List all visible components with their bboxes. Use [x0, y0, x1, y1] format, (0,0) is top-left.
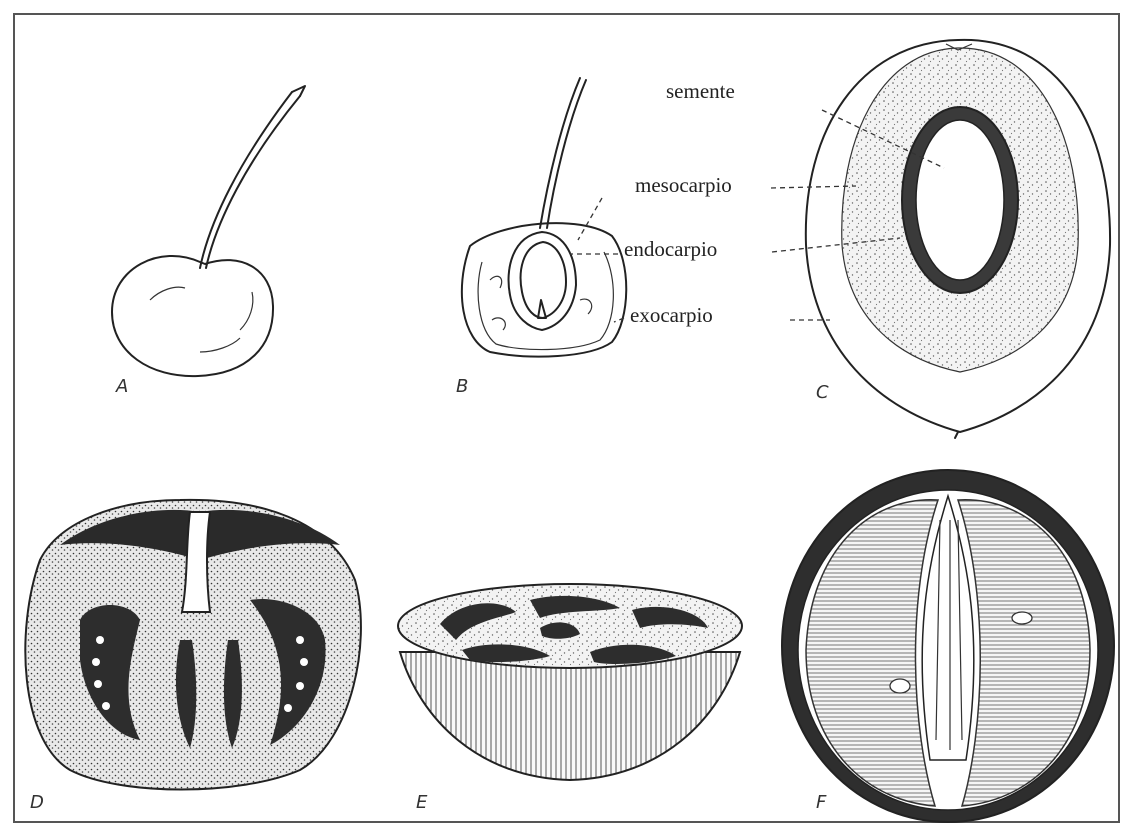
panel-d-tomato-section: D — [25, 500, 361, 813]
leader-mesocarpio-b — [578, 198, 602, 240]
tomato-e-skin — [400, 652, 740, 780]
panel-letter-e: E — [416, 792, 428, 813]
drupe-seed — [916, 120, 1004, 280]
cherry-b-stem — [540, 78, 580, 228]
panel-b-cherry-section: B — [456, 78, 626, 397]
leader-mesocarpio — [771, 186, 856, 188]
panel-letter-f: F — [816, 792, 827, 813]
label-mesocarpio: mesocarpio — [635, 173, 732, 197]
label-endocarpio: endocarpio — [624, 237, 717, 261]
panel-letter-b: B — [456, 376, 468, 397]
panel-letter-d: D — [30, 792, 44, 813]
label-semente: semente — [666, 79, 735, 103]
panel-e-tomato-half: E — [398, 584, 742, 813]
panel-c-drupe-section: C — [806, 40, 1110, 438]
panel-letter-c: C — [816, 382, 829, 403]
citrus-seed — [1012, 612, 1032, 624]
panel-f-citrus-section: F — [782, 470, 1114, 822]
panel-a-cherry: A — [112, 86, 305, 397]
citrus-seed — [890, 679, 910, 693]
panel-letter-a: A — [115, 376, 128, 397]
label-exocarpio: exocarpio — [630, 303, 713, 327]
